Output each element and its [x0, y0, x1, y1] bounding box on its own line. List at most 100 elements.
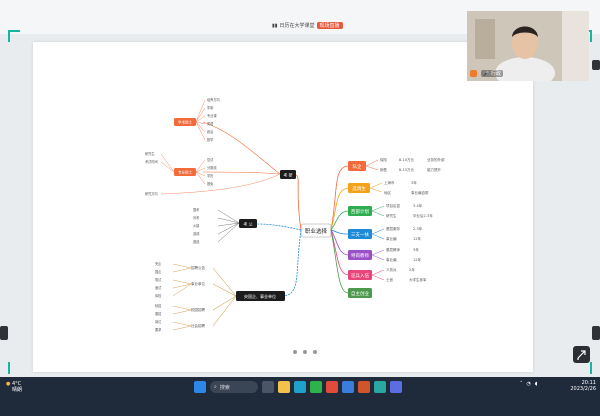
kaogong-item-2: 省考: [193, 215, 199, 220]
soe-item-1a: 央企: [155, 261, 162, 266]
frame-corner-top-left-v: [8, 30, 10, 42]
camera-controls: 🎤 行政: [470, 70, 503, 77]
soe-group-4: 社会招聘: [191, 323, 205, 328]
frame-corner-top-left: [8, 30, 20, 32]
right-branch-three: 三支一扶 基层服务 2-3年 事业编 12年: [330, 226, 423, 241]
wifi-icon[interactable]: ◔: [526, 381, 531, 387]
chrome-icon[interactable]: [326, 381, 338, 393]
weather-icon: ●: [6, 381, 11, 387]
task-view-icon[interactable]: [262, 381, 274, 393]
tray-up-arrow-icon[interactable]: ˄: [520, 381, 523, 387]
kaoyan-side-1: 研究生: [145, 151, 155, 156]
leaf-private-2b: 8-15万元: [399, 168, 414, 172]
camera-user-label: 🎤 行政: [481, 70, 503, 77]
app-icon-purple[interactable]: [390, 381, 402, 393]
soe-item-3b: 春招: [155, 311, 161, 316]
soe-item-2b: 面试: [155, 285, 162, 290]
kaoyan-side-2: 考试时间: [145, 159, 158, 164]
kaogong-item-3: 乡镇: [193, 223, 200, 228]
teacher-camera-view[interactable]: [467, 11, 589, 81]
academic-item-3: 专业课: [207, 113, 217, 118]
right-branch-west: 西部计划 项目区县 3-4年 研究生 毕业后2-3年: [330, 203, 433, 231]
professional-item-1: 复试: [207, 157, 214, 162]
search-icon: ⌕: [214, 384, 217, 390]
taskbar-clock[interactable]: 20:11 2023/2/26: [566, 380, 596, 392]
leaf-selected-2: 地区: [384, 190, 392, 195]
leaf-selected-2b: 事业编自带: [411, 190, 429, 195]
kaogong-item-1: 国考: [193, 207, 199, 212]
volume-icon[interactable]: ◖: [534, 381, 538, 387]
kaoyan-label: 考 研: [283, 172, 292, 178]
kaoyan-academic: 学术硕士: [178, 120, 192, 125]
academic-item-2: 学制: [207, 105, 213, 110]
soe-label: 央国企、事业单位: [244, 293, 276, 299]
right-branch-private: 私企 保险 8-10万元 业务的外部 销售 8-15万元 能力提升: [330, 157, 445, 231]
app-icon-teal[interactable]: [374, 381, 386, 393]
page-dot-3[interactable]: [313, 350, 317, 354]
soe-group-2: 事业单位: [191, 281, 205, 286]
leaf-west-2b: 毕业后2-3年: [413, 213, 433, 218]
professional-item-4: 推免: [207, 181, 214, 186]
mindmap-diagram: 职业选择 私企 保险 8-10万元 业务的外部 销售 8-15万元 能力提升 选…: [145, 97, 445, 332]
slide-page-dots[interactable]: [293, 350, 317, 354]
expand-icon: [577, 350, 586, 360]
weather-text: 晴朗: [12, 387, 23, 393]
left-branch-kaoyan: 考 研 学术硕士 专业硕士 培养方向 学制 专业课 英语 政治 数学 复试 分数…: [145, 97, 302, 231]
wechat-icon[interactable]: [310, 381, 322, 393]
branch-label-west: 西部计划: [351, 208, 369, 215]
camera-person-image: [467, 11, 589, 81]
branch-label-private: 私企: [353, 163, 362, 170]
powerpoint-icon[interactable]: [358, 381, 370, 393]
weather-widget[interactable]: ● 4°C 晴朗: [6, 381, 22, 393]
page-dot-2[interactable]: [303, 350, 307, 354]
soe-group-1: 招聘公告: [191, 265, 205, 270]
soe-group-3: 校园招聘: [191, 307, 205, 312]
leaf-selected-1: 上海市: [384, 180, 395, 185]
leaf-army-1: 义务兵: [386, 267, 397, 272]
weather-temp: 4°C: [11, 381, 22, 387]
center-label: 职业选择: [305, 227, 328, 235]
leaf-three-1: 基层服务: [386, 226, 400, 231]
kaogong-item-5: 遴选: [193, 239, 200, 244]
page-dot-1[interactable]: [293, 350, 297, 354]
kaoyan-side-3: 研究方向: [145, 191, 158, 196]
leaf-private-1b: 8-10万元: [399, 158, 414, 162]
camera-user-icon[interactable]: [470, 70, 477, 77]
left-branch-kaogong: 考 公 国考 省考 乡镇 选调 遴选: [193, 207, 302, 244]
leaf-teacher-2: 事业编: [386, 257, 397, 262]
file-explorer-icon[interactable]: [278, 381, 290, 393]
start-windows-icon[interactable]: [194, 381, 206, 393]
branch-label-army: 征兵入伍: [351, 272, 369, 279]
leaf-private-1c: 业务的外部: [427, 157, 445, 162]
right-panel-toggle-lower[interactable]: [592, 326, 600, 340]
taskbar-search[interactable]: ⌕ 搜索: [210, 381, 258, 393]
leaf-teacher-2b: 12年: [413, 257, 421, 262]
leaf-west-1b: 3-4年: [413, 203, 423, 208]
left-branch-soe: 央国企、事业单位 招聘公告 事业单位 校园招聘 社会招聘 央企 国企 笔试 面试…: [155, 229, 302, 332]
branch-label-three: 三支一扶: [351, 231, 369, 238]
leaf-west-1: 项目区县: [386, 203, 400, 208]
kaogong-item-4: 选调: [193, 231, 199, 236]
soe-item-2a: 笔试: [155, 277, 162, 282]
clock-date: 2023/2/26: [570, 386, 596, 392]
branch-label-startup: 自主创业: [351, 290, 369, 297]
frame-corner-top-right-v: [590, 30, 592, 42]
leaf-selected-1b: 3年: [411, 180, 417, 185]
live-badge[interactable]: 现场直播: [316, 22, 343, 29]
room-title: 日历在大学课堂: [279, 23, 315, 29]
fullscreen-button[interactable]: [573, 346, 590, 363]
room-title-bar: ▮▮ 日历在大学课堂 现场直播: [272, 22, 343, 29]
search-label: 搜索: [219, 384, 230, 391]
right-branch-teacher: 特岗教师 基层教师 3年 事业编 12年: [330, 229, 421, 262]
edge-browser-icon[interactable]: [294, 381, 306, 393]
clock-time: 20:11: [581, 380, 596, 386]
leaf-teacher-1: 基层教师: [386, 247, 400, 252]
academic-item-6: 数学: [207, 137, 213, 142]
app-icon-blue[interactable]: [342, 381, 354, 393]
professional-item-2: 分数线: [207, 165, 217, 170]
slide-canvas: 职业选择 私企 保险 8-10万元 业务的外部 销售 8-15万元 能力提升 选…: [33, 42, 533, 372]
right-panel-toggle[interactable]: [592, 60, 600, 70]
left-panel-toggle[interactable]: [0, 326, 8, 340]
soe-item-4a: 岗位: [155, 319, 162, 324]
